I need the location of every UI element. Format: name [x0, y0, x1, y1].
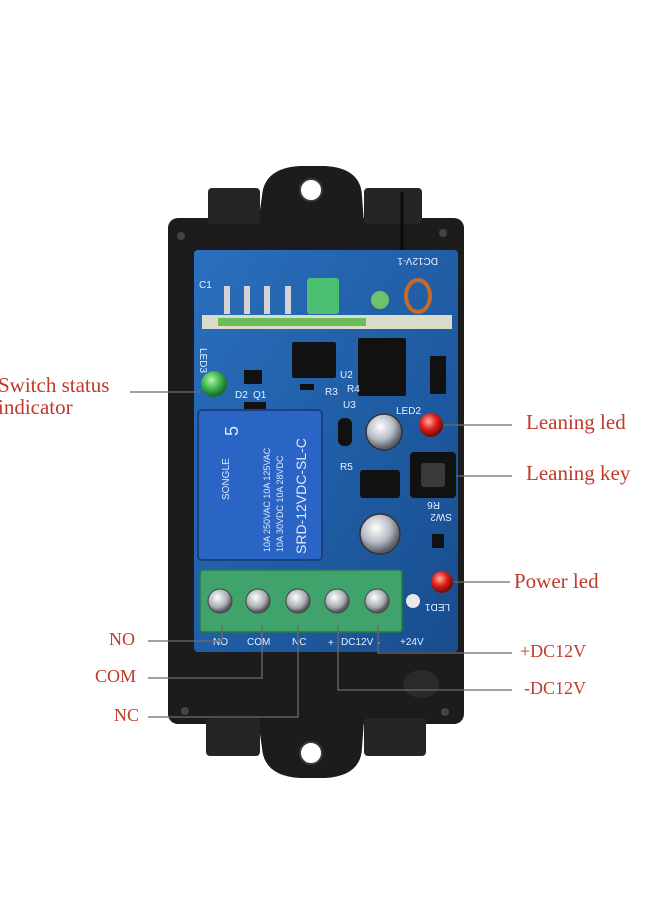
minus-dc12v-label: -DC12V [524, 678, 586, 698]
terminal-screw-plus [324, 588, 350, 614]
transistor-q1 [244, 370, 262, 384]
terminal-screw-minus [364, 588, 390, 614]
diode-d2 [244, 402, 266, 410]
leader-com [148, 625, 263, 679]
ic-u3 [358, 338, 406, 396]
terminal-minus-silkscreen: - [377, 638, 380, 649]
q1-silkscreen: Q1 [253, 390, 267, 401]
r4-silkscreen: R4 [347, 384, 360, 395]
switch-status-line1: Switch status [0, 373, 110, 397]
relay: SRD-12VDC-SL-C 10A 250VAC 10A 125VAC 10A… [197, 409, 323, 561]
board-id-silkscreen: DC12V-1 [397, 255, 438, 266]
r3-silkscreen: R3 [325, 387, 338, 398]
capacitor-top [365, 413, 403, 451]
case-screw-tl [177, 232, 185, 240]
leaning-key-label: Leaning key [526, 461, 631, 485]
leader-nc [148, 625, 299, 718]
relay-rating-1: 10A 250VAC 10A 125VAC [262, 447, 272, 552]
led2-silkscreen: LED2 [396, 406, 421, 417]
relay-brand: SONGLE [221, 458, 232, 500]
learning-key-button [421, 463, 445, 487]
leaning-led-label: Leaning led [526, 410, 626, 434]
case-screw-tr [439, 229, 447, 237]
leader-no [148, 625, 223, 642]
led2-red [419, 413, 443, 437]
smd-r6 [432, 534, 444, 548]
terminal-screw-com [245, 588, 271, 614]
terminal-dc12v-silkscreen: DC12V [341, 637, 374, 648]
u2-silkscreen: U2 [340, 370, 353, 381]
terminal-24v-silkscreen: +24V [400, 637, 424, 648]
case-top-wing-left [208, 188, 260, 224]
leader-lines [130, 391, 512, 718]
sw2-silkscreen: SW2 [430, 511, 452, 522]
mounting-pad [406, 594, 420, 608]
led1-red [431, 571, 453, 593]
led3-silkscreen: LED3 [197, 348, 208, 373]
pin-header-1 [224, 286, 230, 314]
com-label: COM [95, 666, 137, 686]
ic-u2 [292, 342, 336, 378]
terminal-screw-no [207, 588, 233, 614]
smd-r3 [300, 384, 314, 390]
pin-header-3 [264, 286, 270, 314]
terminal-plus-silkscreen: + [328, 638, 334, 649]
power-led-label: Power led [514, 569, 599, 593]
antenna-coil [404, 278, 432, 314]
pin-header-2 [244, 286, 250, 314]
c1-silkscreen: C1 [199, 280, 212, 291]
led3-green [201, 371, 227, 397]
terminal-nc-silkscreen: NC [292, 637, 306, 648]
u3-silkscreen: U3 [343, 400, 356, 411]
rf-crystal [371, 291, 389, 309]
transistor-vertical [430, 356, 446, 394]
capacitor-bottom [359, 513, 401, 555]
leader-plus-dc12v [377, 625, 512, 654]
transistor-mid [360, 470, 400, 498]
terminal-block [199, 569, 403, 633]
case-foot-right [403, 670, 439, 698]
relay-rating-2: 10A 30VDC 10A 28VDC [275, 455, 285, 552]
case-screw-br [441, 708, 449, 716]
case-top-wing-right [364, 188, 422, 224]
relay-model: SRD-12VDC-SL-C [293, 438, 309, 554]
terminal-com-silkscreen: COM [247, 637, 270, 648]
case-bottom-wing-left [206, 718, 260, 756]
led1-silkscreen: LED1 [425, 601, 450, 612]
no-label: NO [109, 629, 135, 649]
bottom-mounting-hole [299, 741, 323, 765]
relay-body [197, 409, 323, 561]
plus-dc12v-label: +DC12V [520, 641, 587, 661]
nc-label: NC [114, 705, 140, 725]
pcb: DC12V-1 C1 U2 U3 R3 R4 LED3 D2 Q1 SRD-12… [194, 250, 458, 652]
leader-minus-dc12v [337, 625, 512, 691]
capacitor-small [338, 418, 352, 446]
d2-silkscreen: D2 [235, 390, 248, 401]
terminal-screw-nc [285, 588, 311, 614]
case-bottom-wing-right [364, 718, 426, 756]
case-screw-bl [181, 707, 189, 715]
relay-number: 5 [222, 426, 242, 436]
rf-receiver-pcb [218, 318, 366, 326]
r6-silkscreen: R6 [427, 499, 440, 510]
rf-coil [307, 278, 339, 314]
r5-silkscreen: R5 [340, 462, 353, 473]
switch-status-indicator-label: Switch status indicator [0, 374, 109, 418]
switch-status-line2: indicator [0, 395, 73, 420]
pin-header-4 [285, 286, 291, 314]
top-mounting-hole [299, 178, 323, 202]
terminal-no-silkscreen: NO [213, 637, 228, 648]
